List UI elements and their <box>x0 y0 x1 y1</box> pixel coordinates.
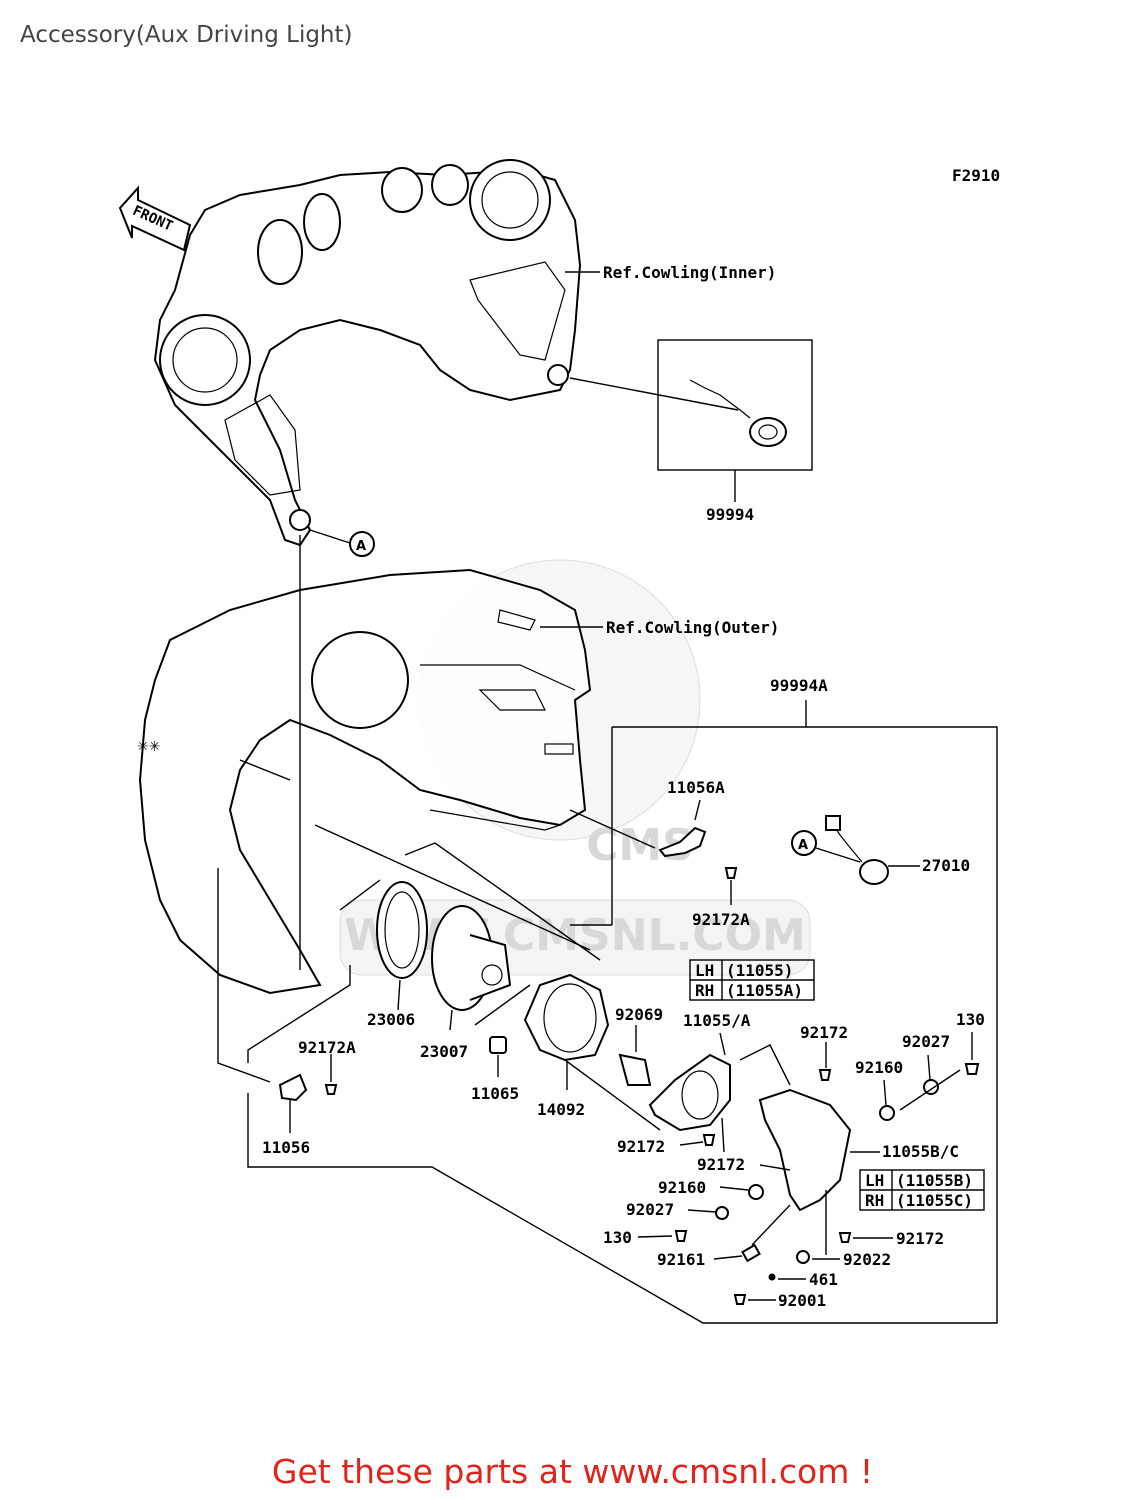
part-label-99994A: 99994A <box>770 676 828 695</box>
part-label-92027-left: 92027 <box>626 1200 674 1219</box>
part-shape-11055A <box>648 1053 731 1132</box>
part-shape-92069 <box>618 1053 652 1086</box>
inner-cowling <box>153 159 582 547</box>
table-top-lh: LH <box>695 961 714 980</box>
part-shape-14092 <box>523 973 610 1062</box>
part-99994-box: 99994 <box>569 339 813 524</box>
part-shape-23006 <box>376 881 428 979</box>
table-bottom-lh: LH <box>865 1171 884 1190</box>
part-label-92172-a: 92172 <box>800 1023 848 1042</box>
part-shape-11056 <box>278 1073 308 1102</box>
part-label-23007: 23007 <box>420 1042 468 1061</box>
callout-a-top: A <box>309 529 375 557</box>
part-label-92001: 92001 <box>778 1291 826 1310</box>
part-label-11055BC: 11055B/C <box>882 1142 959 1161</box>
part-shape-11065 <box>489 1036 507 1054</box>
callout-a-letter: A <box>356 539 366 554</box>
sparkle-icon: ✳✳ <box>137 739 160 755</box>
outer-cowling: ✳✳ <box>137 568 592 995</box>
callout-a-right: A <box>791 830 861 863</box>
part-label-27010: 27010 <box>922 856 970 875</box>
ref-cowling-outer-label: Ref.Cowling(Outer) <box>606 618 779 637</box>
page-title: Accessory(Aux Driving Light) <box>20 22 353 48</box>
variant-table-bottom: LH (11055B) RH (11055C) <box>859 1169 985 1211</box>
figure-code: F2910 <box>952 166 1000 185</box>
part-label-92022: 92022 <box>843 1250 891 1269</box>
variant-table-top: LH (11055) RH (11055A) <box>689 959 815 1001</box>
part-label-92160-right: 92160 <box>855 1058 903 1077</box>
part-label-92027-right: 92027 <box>902 1032 950 1051</box>
part-label-130-right: 130 <box>956 1010 985 1029</box>
table-top-rh-code: (11055A) <box>726 981 803 1000</box>
part-label-92172A-left: 92172A <box>298 1038 356 1057</box>
part-label-92172-d: 92172 <box>896 1229 944 1248</box>
part-label-11056A: 11056A <box>667 778 725 797</box>
part-label-92172-b: 92172 <box>617 1137 665 1156</box>
part-label-92172A-top: 92172A <box>692 910 750 929</box>
part-label-11055A: 11055/A <box>683 1011 751 1030</box>
table-top-lh-code: (11055) <box>726 961 793 980</box>
part-label-92160-left: 92160 <box>658 1178 706 1197</box>
callout-a-letter-right: A <box>798 838 808 853</box>
part-label-23006: 23006 <box>367 1010 415 1029</box>
table-bottom-lh-code: (11055B) <box>896 1171 973 1190</box>
part-label-11065: 11065 <box>471 1084 519 1103</box>
part-label-99994: 99994 <box>706 505 754 524</box>
front-arrow-icon: FRONT <box>118 185 192 252</box>
part-label-130-left: 130 <box>603 1228 632 1247</box>
footer-parts-link[interactable]: Get these parts at www.cmsnl.com ! <box>271 1452 874 1491</box>
table-bottom-rh: RH <box>865 1191 884 1210</box>
part-label-92161: 92161 <box>657 1250 705 1269</box>
part-label-92172-c: 92172 <box>697 1155 745 1174</box>
part-label-461: 461 <box>809 1270 838 1289</box>
table-top-rh: RH <box>695 981 714 1000</box>
part-shape-11055BC <box>758 1088 852 1212</box>
ref-cowling-inner-label: Ref.Cowling(Inner) <box>603 263 776 282</box>
part-label-14092: 14092 <box>537 1100 585 1119</box>
part-label-11056: 11056 <box>262 1138 310 1157</box>
table-bottom-rh-code: (11055C) <box>896 1191 973 1210</box>
part-label-92069: 92069 <box>615 1005 663 1024</box>
